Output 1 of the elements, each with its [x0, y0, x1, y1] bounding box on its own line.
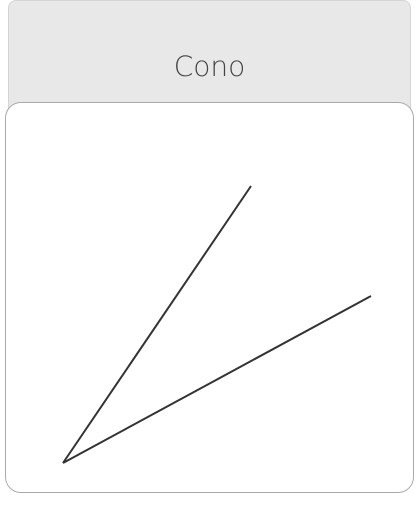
title: Cono — [174, 50, 246, 83]
